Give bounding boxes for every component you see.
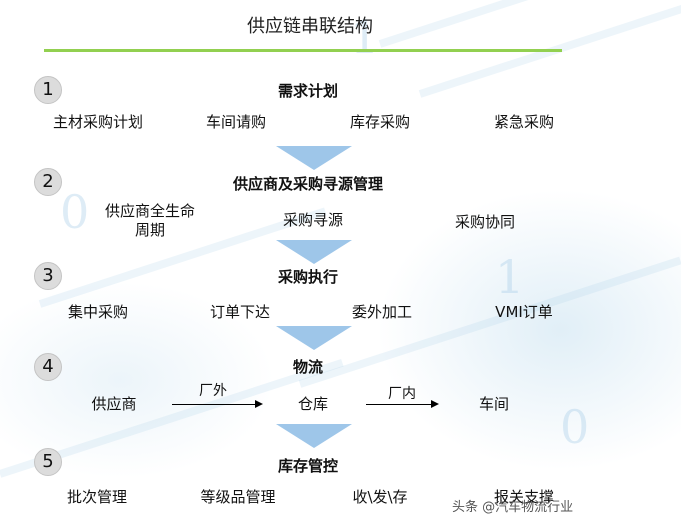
diagram-title: 供应链串联结构: [247, 16, 373, 37]
flow-arrow-line: [366, 404, 432, 405]
background-digit: 1: [350, 10, 380, 64]
step-number-4: 4: [34, 353, 62, 381]
step-number-3: 3: [34, 262, 62, 290]
step-2-item: 采购寻源: [282, 211, 344, 229]
step-5-item: 收\发\存: [352, 488, 408, 506]
step-5-item: 等级品管理: [200, 488, 276, 506]
step-5-item: 批次管理: [66, 488, 128, 506]
step-number-5: 5: [34, 448, 62, 476]
step-heading-3: 采购执行: [277, 268, 339, 286]
step-3-item: 订单下达: [209, 303, 271, 321]
background-digit: 0: [560, 400, 590, 454]
step-2-item: 采购协同: [454, 213, 516, 231]
flow-arrow-head: [431, 400, 439, 408]
background-digit: 0: [60, 185, 90, 239]
flow-node-supplier: 供应商: [91, 395, 137, 413]
step-number-1: 1: [34, 76, 62, 104]
watermark: 头条 @汽车物流行业: [452, 500, 574, 515]
step-2-item: 供应商全生命 周期: [104, 202, 196, 239]
flow-down-arrow: [276, 146, 352, 170]
flow-down-arrow: [276, 326, 352, 350]
flow-arrow-head: [255, 400, 263, 408]
step-3-item: VMI订单: [495, 303, 553, 321]
step-number-2: 2: [34, 168, 62, 196]
title-underline: [44, 49, 562, 52]
step-heading-1: 需求计划: [277, 82, 339, 100]
background-digit: 1: [495, 250, 525, 304]
flow-down-arrow: [276, 240, 352, 264]
step-3-item: 委外加工: [351, 303, 413, 321]
step-1-item: 车间请购: [205, 113, 267, 131]
flow-node-workshop: 车间: [478, 395, 510, 413]
flow-edge-label: 厂外: [199, 383, 227, 399]
step-heading-2: 供应商及采购寻源管理: [232, 175, 384, 193]
flow-arrow-line: [172, 404, 256, 405]
step-heading-4: 物流: [292, 358, 324, 376]
step-5-item: 报关支撑: [493, 488, 555, 506]
flow-node-warehouse: 仓库: [297, 395, 329, 413]
step-heading-5: 库存管控: [277, 457, 339, 475]
flow-down-arrow: [276, 424, 352, 448]
step-3-item: 集中采购: [67, 303, 129, 321]
step-1-item: 主材采购计划: [52, 113, 144, 131]
step-1-item: 库存采购: [349, 113, 411, 131]
step-1-item: 紧急采购: [493, 113, 555, 131]
flow-edge-label: 厂内: [388, 386, 416, 402]
